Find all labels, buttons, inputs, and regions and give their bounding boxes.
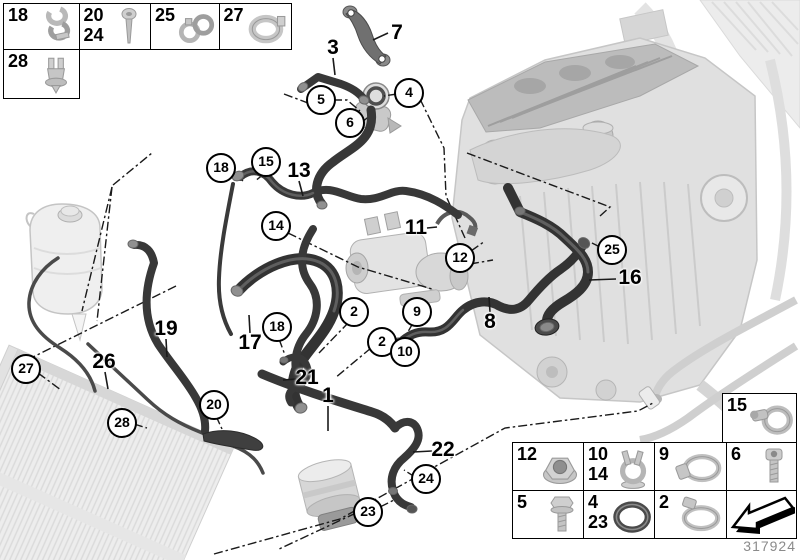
hose-fittings — [127, 82, 591, 514]
expanding-clip-icon — [35, 52, 77, 101]
hose-thin — [216, 182, 235, 336]
leader-lines-solid — [104, 32, 617, 453]
radiator-illustration — [0, 344, 236, 560]
legend-cell-5[interactable]: 5 — [512, 490, 585, 539]
coolant-hoses — [27, 73, 593, 511]
callout-13[interactable]: 13 — [287, 159, 311, 182]
callout-8[interactable]: 8 — [484, 310, 496, 333]
callout-26[interactable]: 26 — [92, 350, 116, 373]
worm-drive-hose-clamp-icon — [675, 493, 725, 542]
legend-id: 15 — [727, 395, 748, 415]
legend-cell-2[interactable]: 2 — [654, 490, 728, 539]
callout-circle-20[interactable]: 20 — [199, 390, 229, 420]
legend-cell-18[interactable]: 18 — [3, 3, 80, 50]
callout-circle-10[interactable]: 10 — [390, 337, 420, 367]
legend-id: 23 — [588, 512, 609, 532]
legend-id: 4 — [588, 492, 599, 512]
legend-cell-4-23[interactable]: 4 23 — [583, 490, 656, 539]
legend-id: 9 — [659, 443, 670, 464]
legend-id: 14 — [588, 463, 609, 484]
legend-cell-27[interactable]: 27 — [218, 3, 292, 53]
callout-circle-14[interactable]: 14 — [261, 211, 291, 241]
callout-11[interactable]: 11 — [404, 216, 428, 239]
engine-illustration — [451, 37, 799, 444]
callout-3[interactable]: 3 — [327, 36, 339, 59]
legend-id: 12 — [517, 443, 538, 464]
oil-cooler-illustration — [297, 459, 361, 531]
double-hose-clip-icon — [175, 6, 217, 53]
torx-socket-bolt-icon — [754, 445, 794, 496]
callout-circle-9[interactable]: 9 — [402, 297, 432, 327]
callout-circle-2a[interactable]: 2 — [339, 297, 369, 327]
legend-id: 20 — [83, 5, 104, 25]
legend-id: 2 — [659, 492, 670, 512]
callout-circle-25[interactable]: 25 — [597, 235, 627, 265]
o-ring-icon — [607, 493, 653, 544]
callout-7[interactable]: 7 — [391, 21, 403, 44]
callout-circle-24[interactable]: 24 — [411, 464, 441, 494]
worm-drive-hose-clamp-icon — [674, 445, 725, 494]
callout-circle-12[interactable]: 12 — [445, 243, 475, 273]
legend-id: 10 — [588, 443, 609, 464]
callout-22[interactable]: 22 — [431, 438, 455, 461]
callout-16[interactable]: 16 — [618, 266, 642, 289]
callout-circle-23[interactable]: 23 — [353, 497, 383, 527]
callout-21[interactable]: 21 — [295, 366, 319, 389]
leader-lines-dashdot — [32, 93, 654, 555]
legend-cell-6[interactable]: 6 — [726, 441, 797, 492]
callout-circle-27[interactable]: 27 — [11, 354, 41, 384]
legend-cell-20-24[interactable]: 20 24 — [78, 3, 152, 53]
callout-circle-6[interactable]: 6 — [335, 108, 365, 138]
hose-13 — [236, 167, 462, 219]
legend-id: 25 — [155, 5, 176, 25]
bracket-11-illustration — [435, 209, 479, 237]
direction-arrow-icon — [729, 495, 796, 542]
legend-cell-28[interactable]: 28 — [3, 48, 80, 101]
ring-clamp-icon — [245, 6, 289, 53]
part-number: 317924 — [743, 538, 796, 554]
legend-id: 18 — [8, 5, 29, 25]
callout-circle-18a[interactable]: 18 — [206, 153, 236, 183]
hose-26-pipe — [86, 342, 265, 475]
legend-id: 5 — [517, 492, 528, 512]
legend-cell-25[interactable]: 25 — [150, 3, 220, 50]
legend-cell-10-14[interactable]: 10 14 — [583, 441, 656, 492]
legend-id: 27 — [223, 5, 244, 25]
legend-id: 6 — [731, 443, 742, 464]
hex-flange-bolt-icon — [542, 493, 582, 544]
push-pin-rivet-icon — [109, 6, 149, 53]
callout-circle-18b[interactable]: 18 — [262, 312, 292, 342]
legend-id: 24 — [83, 25, 104, 45]
callout-circle-4[interactable]: 4 — [394, 78, 424, 108]
hose-retaining-clip-icon — [35, 6, 77, 53]
bracket-7-illustration — [342, 5, 391, 67]
hose-vent — [27, 256, 97, 393]
legend-cell-arrow[interactable] — [726, 490, 797, 539]
water-pump-illustration — [345, 211, 469, 307]
callout-circle-15[interactable]: 15 — [251, 147, 281, 177]
callout-17[interactable]: 17 — [238, 331, 262, 354]
callout-circle-28[interactable]: 28 — [107, 408, 137, 438]
legend-cell-12[interactable]: 12 — [512, 441, 585, 494]
callout-circle-5[interactable]: 5 — [306, 85, 336, 115]
spring-band-clamp-icon — [611, 445, 653, 496]
legend-id: 28 — [8, 50, 29, 71]
hose-21 — [279, 353, 312, 407]
callout-19[interactable]: 19 — [154, 317, 178, 340]
callout-1[interactable]: 1 — [322, 384, 334, 407]
flange-nut-icon — [538, 445, 582, 494]
legend-cell-15[interactable]: 15 — [722, 393, 797, 443]
hose-22 — [387, 418, 423, 511]
hose-clamp-with-screw-icon — [749, 395, 795, 446]
legend-cell-9[interactable]: 9 — [654, 441, 728, 494]
expansion-tank-illustration — [25, 203, 103, 342]
